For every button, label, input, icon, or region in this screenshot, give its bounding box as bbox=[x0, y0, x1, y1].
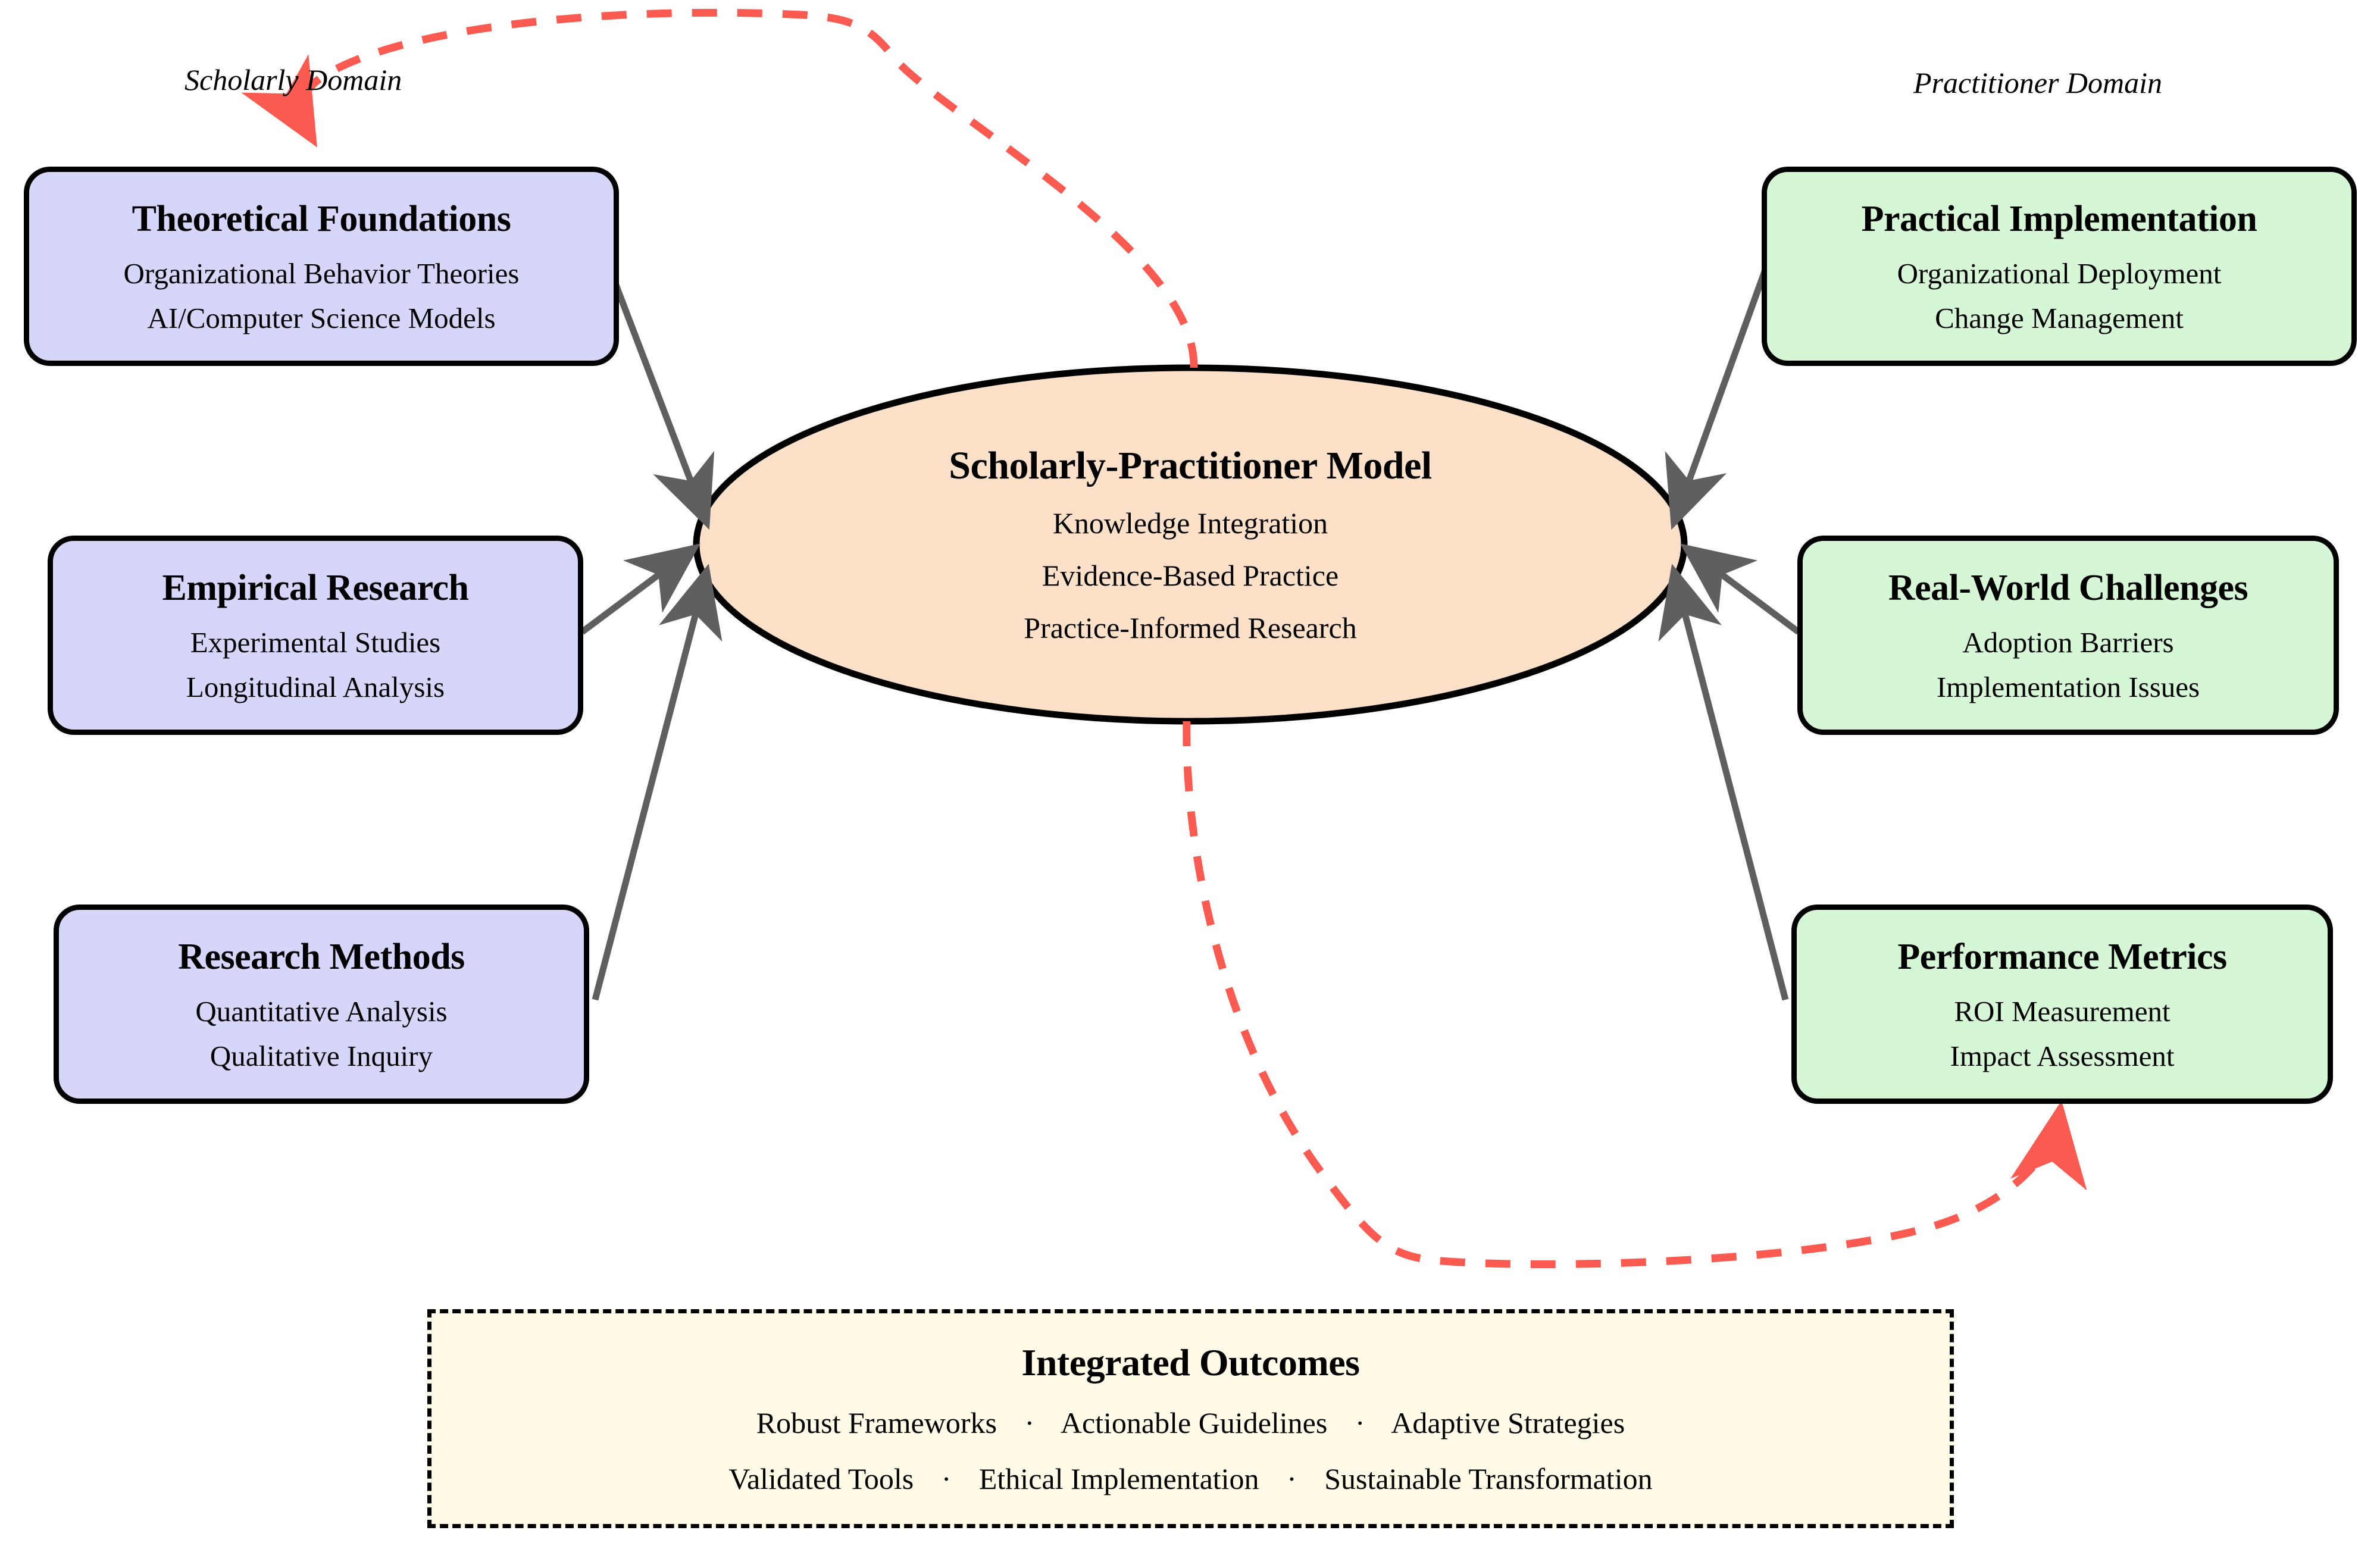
outcomes-title: Integrated Outcomes bbox=[1021, 1341, 1360, 1384]
node-title: Empirical Research bbox=[162, 567, 469, 608]
outcome-item: Sustainable Transformation bbox=[1324, 1462, 1653, 1495]
feedback-loop-upper bbox=[241, 8, 1198, 368]
node-real-world-challenges[interactable]: Real-World Challenges Adoption Barriers … bbox=[1797, 536, 2339, 735]
outcomes-row-2: Validated Tools · Ethical Implementation… bbox=[728, 1464, 1652, 1494]
connector-challenges-to-center bbox=[1680, 543, 1801, 635]
connector-metrics-to-center bbox=[1658, 564, 1789, 1001]
node-detail-1: Organizational Behavior Theories bbox=[123, 256, 520, 290]
center-ellipse bbox=[693, 364, 1688, 725]
node-detail-1: Quantitative Analysis bbox=[195, 994, 448, 1028]
node-detail-2: AI/Computer Science Models bbox=[147, 301, 496, 334]
outcome-separator-icon: · bbox=[1024, 1406, 1035, 1439]
node-detail-1: Adoption Barriers bbox=[1962, 625, 2174, 659]
node-detail-2: Change Management bbox=[1935, 301, 2184, 334]
outcome-item: Robust Frameworks bbox=[756, 1406, 997, 1439]
node-detail-1: ROI Measurement bbox=[1954, 994, 2171, 1028]
outcome-item: Ethical Implementation bbox=[978, 1462, 1259, 1495]
node-detail-1: Organizational Deployment bbox=[1897, 256, 2222, 290]
outcome-item: Actionable Guidelines bbox=[1060, 1406, 1328, 1439]
node-title: Real-World Challenges bbox=[1888, 567, 2248, 608]
node-research-methods[interactable]: Research Methods Quantitative Analysis Q… bbox=[54, 905, 589, 1104]
node-detail-1: Experimental Studies bbox=[190, 625, 441, 659]
connector-methods-to-center bbox=[592, 564, 723, 1001]
node-detail-2: Implementation Issues bbox=[1936, 670, 2200, 703]
connector-practical-to-center bbox=[1665, 265, 1770, 530]
node-detail-2: Impact Assessment bbox=[1950, 1039, 2175, 1072]
outcome-item: Adaptive Strategies bbox=[1391, 1406, 1625, 1439]
node-title: Research Methods bbox=[178, 936, 465, 977]
feedback-loop-lower bbox=[1183, 721, 2087, 1269]
outcome-separator-icon: · bbox=[1287, 1462, 1297, 1495]
node-detail-2: Qualitative Inquiry bbox=[209, 1039, 433, 1072]
node-title: Performance Metrics bbox=[1897, 936, 2227, 977]
integrated-outcomes-box: Integrated Outcomes Robust Frameworks · … bbox=[427, 1309, 1954, 1528]
node-title: Theoretical Foundations bbox=[132, 198, 511, 239]
connector-theoretical-to-center bbox=[605, 264, 715, 530]
outcomes-row-1: Robust Frameworks · Actionable Guideline… bbox=[756, 1408, 1625, 1438]
outcome-item: Validated Tools bbox=[728, 1462, 914, 1495]
node-theoretical-foundations[interactable]: Theoretical Foundations Organizational B… bbox=[24, 167, 619, 366]
connector-empirical-to-center bbox=[580, 543, 700, 635]
node-empirical-research[interactable]: Empirical Research Experimental Studies … bbox=[48, 536, 583, 735]
practitioner-domain-label: Practitioner Domain bbox=[1913, 66, 2163, 99]
outcome-separator-icon: · bbox=[1355, 1406, 1365, 1439]
node-title: Practical Implementation bbox=[1861, 198, 2257, 239]
node-performance-metrics[interactable]: Performance Metrics ROI Measurement Impa… bbox=[1791, 905, 2333, 1104]
scholarly-domain-label: Scholarly Domain bbox=[184, 63, 402, 96]
outcome-separator-icon: · bbox=[941, 1462, 952, 1495]
node-practical-implementation[interactable]: Practical Implementation Organizational … bbox=[1762, 167, 2357, 366]
node-detail-2: Longitudinal Analysis bbox=[186, 670, 445, 703]
